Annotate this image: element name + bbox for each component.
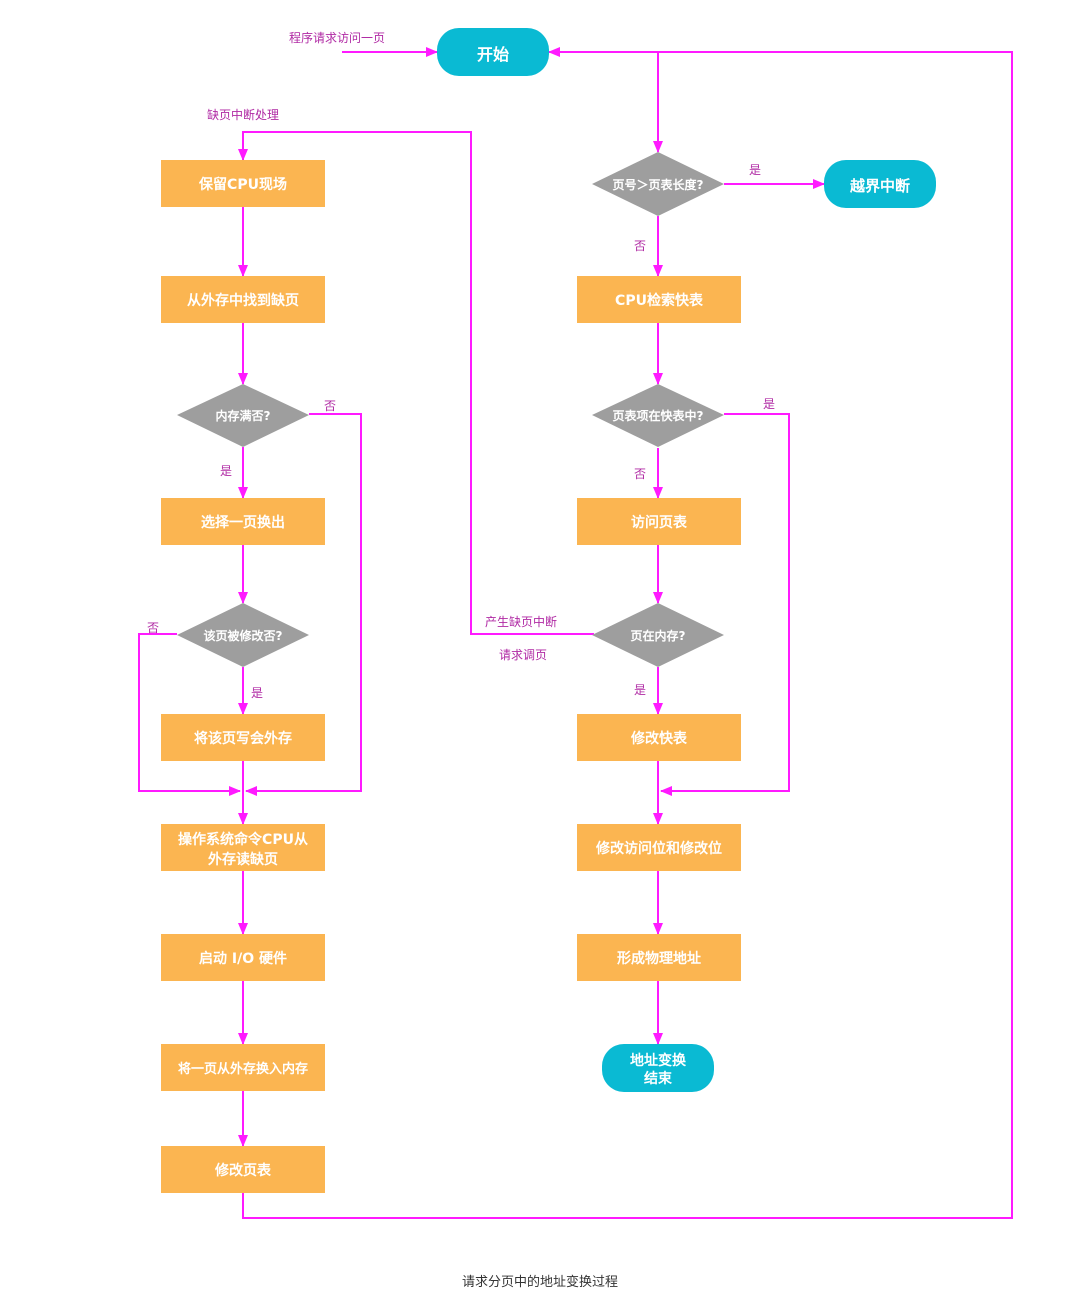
- os-command-box: 操作系统命令CPU从 外存读缺页: [161, 824, 325, 871]
- svg-text:页号＞页表长度?: 页号＞页表长度?: [613, 177, 704, 192]
- label-fault-gen: 产生缺页中断: [485, 614, 557, 629]
- svg-text:保留CPU现场: 保留CPU现场: [198, 176, 287, 193]
- access-page-table-box: 访问页表: [577, 498, 741, 545]
- svg-text:从外存中找到缺页: 从外存中找到缺页: [187, 292, 299, 309]
- update-page-table-box-left: 修改页表: [161, 1146, 325, 1193]
- label-request: 程序请求访问一页: [289, 30, 385, 45]
- svg-text:将该页写会外存: 将该页写会外存: [194, 730, 292, 747]
- label-intlb-no: 否: [634, 467, 646, 481]
- label-inmem-yes: 是: [634, 683, 646, 697]
- svg-text:外存读缺页: 外存读缺页: [208, 851, 278, 868]
- out-of-bounds-node: 越界中断: [824, 160, 936, 208]
- figure-caption: 请求分页中的地址变换过程: [461, 1275, 618, 1290]
- arrow-memfull-no: [245, 413, 362, 796]
- select-out-box: 选择一页换出: [161, 498, 325, 545]
- cpu-tlb-box: CPU检索快表: [577, 276, 741, 323]
- svg-text:该页被修改否?: 该页被修改否?: [204, 628, 283, 643]
- label-intlb-yes: 是: [763, 397, 775, 411]
- find-page-box: 从外存中找到缺页: [161, 276, 325, 323]
- label-pagelen-no: 否: [634, 239, 646, 253]
- in-memory-decision: 页在内存?: [592, 603, 724, 667]
- svg-text:操作系统命令CPU从: 操作系统命令CPU从: [178, 831, 308, 848]
- svg-text:将一页从外存换入内存: 将一页从外存换入内存: [178, 1061, 308, 1077]
- label-request-page: 请求调页: [499, 648, 547, 662]
- page-length-decision: 页号＞页表长度?: [592, 152, 724, 216]
- label-modified-yes: 是: [251, 686, 263, 700]
- arrow-start-to-pagelen: [549, 51, 663, 153]
- svg-text:修改页表: 修改页表: [214, 1162, 272, 1179]
- arrow-inmem-no-fault: [238, 131, 594, 635]
- svg-text:内存满否?: 内存满否?: [216, 408, 271, 423]
- swap-in-box: 将一页从外存换入内存: [161, 1044, 325, 1091]
- label-memfull-no: 否: [324, 399, 336, 413]
- svg-text:结束: 结束: [644, 1070, 673, 1087]
- svg-text:地址变换: 地址变换: [630, 1052, 687, 1069]
- svg-text:越界中断: 越界中断: [849, 177, 910, 195]
- svg-text:访问页表: 访问页表: [631, 514, 688, 531]
- svg-text:修改访问位和修改位: 修改访问位和修改位: [595, 840, 722, 857]
- svg-text:启动 I/O 硬件: 启动 I/O 硬件: [199, 950, 287, 967]
- save-cpu-box: 保留CPU现场: [161, 160, 325, 207]
- label-fault-handling: 缺页中断处理: [207, 107, 279, 122]
- start-node: 开始: [437, 28, 549, 76]
- arrow-return-loop: [242, 47, 1013, 1219]
- start-io-box: 启动 I/O 硬件: [161, 934, 325, 981]
- svg-text:CPU检索快表: CPU检索快表: [615, 292, 704, 309]
- edge-labels: 程序请求访问一页 缺页中断处理 是 否 是 否 产生缺页中断 请求调页 是 否 …: [147, 30, 775, 700]
- label-memfull-yes: 是: [220, 464, 232, 478]
- svg-text:形成物理地址: 形成物理地址: [617, 950, 701, 967]
- in-tlb-decision: 页表项在快表中?: [592, 384, 724, 447]
- svg-text:页表项在快表中?: 页表项在快表中?: [613, 408, 704, 423]
- arrow-modified-no: [138, 633, 241, 796]
- update-bits-box: 修改访问位和修改位: [577, 824, 741, 871]
- write-back-box: 将该页写会外存: [161, 714, 325, 761]
- end-node: 地址变换 结束: [602, 1044, 714, 1092]
- svg-text:修改快表: 修改快表: [630, 730, 688, 747]
- svg-text:开始: 开始: [477, 45, 509, 64]
- physical-address-box: 形成物理地址: [577, 934, 741, 981]
- label-modified-no: 否: [147, 621, 159, 635]
- mem-full-decision: 内存满否?: [177, 384, 309, 447]
- modified-decision: 该页被修改否?: [177, 603, 309, 667]
- label-pagelen-yes: 是: [749, 163, 761, 177]
- svg-text:选择一页换出: 选择一页换出: [201, 514, 285, 531]
- connectors: [138, 47, 1013, 1219]
- svg-text:页在内存?: 页在内存?: [631, 628, 686, 643]
- arrow-intlb-yes: [660, 413, 790, 796]
- update-tlb-box: 修改快表: [577, 714, 741, 761]
